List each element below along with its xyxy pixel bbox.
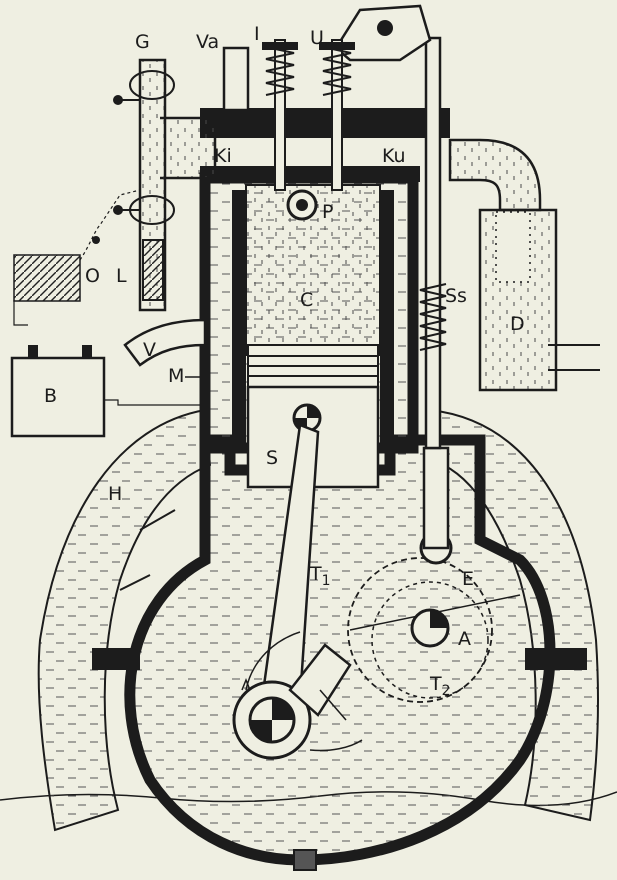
drain-plug bbox=[293, 849, 317, 871]
head-flange bbox=[200, 166, 420, 182]
inlet-manifold-Ki bbox=[160, 116, 217, 180]
ignition-coil-O bbox=[13, 254, 81, 302]
label-E: E bbox=[462, 568, 474, 590]
push-rod-lower bbox=[422, 446, 450, 550]
base-flange-left bbox=[92, 648, 140, 670]
label-P: P bbox=[322, 201, 333, 223]
water-inlet-V bbox=[123, 318, 207, 367]
push-rod-Ss bbox=[424, 36, 442, 450]
flywheel-right bbox=[429, 408, 599, 822]
cylinder-inner-wall-left bbox=[232, 190, 246, 445]
base-flange-right bbox=[525, 648, 587, 670]
label-A: A bbox=[458, 628, 471, 650]
exhaust-valve-stem bbox=[331, 39, 343, 191]
battery-B bbox=[10, 356, 106, 438]
label-Ku: Ku bbox=[382, 145, 406, 167]
flywheel-spoke bbox=[119, 509, 176, 591]
inlet-valve-stem bbox=[274, 39, 286, 191]
flywheel bbox=[37, 408, 212, 832]
label-C: C bbox=[300, 289, 313, 311]
label-V: V bbox=[143, 339, 156, 361]
label-M: M bbox=[168, 365, 184, 387]
label-G: G bbox=[135, 31, 150, 53]
label-O: O bbox=[85, 265, 100, 287]
label-D: D bbox=[510, 313, 525, 335]
inlet-valve-spring bbox=[265, 46, 295, 96]
exhaust-pipe-Ku bbox=[448, 138, 542, 212]
muffler-D bbox=[478, 208, 558, 392]
label-I: I bbox=[254, 23, 260, 45]
label-S: S bbox=[266, 447, 278, 469]
cylinder-inner-wall-right bbox=[380, 190, 394, 445]
label-B: B bbox=[44, 385, 57, 407]
label-T2: T2 bbox=[429, 673, 451, 699]
timing-gear-T2 bbox=[371, 581, 489, 699]
exhaust-valve-spring bbox=[322, 46, 352, 96]
timing-gear-T1 bbox=[347, 557, 493, 703]
crank-rotation-arc bbox=[245, 631, 301, 691]
air-valve-Va bbox=[222, 46, 250, 112]
label-L: L bbox=[116, 265, 127, 287]
cylinder-head bbox=[200, 108, 450, 138]
label-Va: Va bbox=[196, 31, 219, 53]
crank-web bbox=[288, 643, 352, 717]
label-Ss: Ss bbox=[445, 285, 467, 307]
label-H: H bbox=[108, 483, 122, 505]
label-Ki: Ki bbox=[214, 145, 232, 167]
push-rod-spring bbox=[419, 283, 447, 351]
carburettor-screen-L bbox=[142, 239, 164, 301]
label-T1: T1 bbox=[309, 563, 331, 589]
label-U: U bbox=[310, 27, 324, 49]
